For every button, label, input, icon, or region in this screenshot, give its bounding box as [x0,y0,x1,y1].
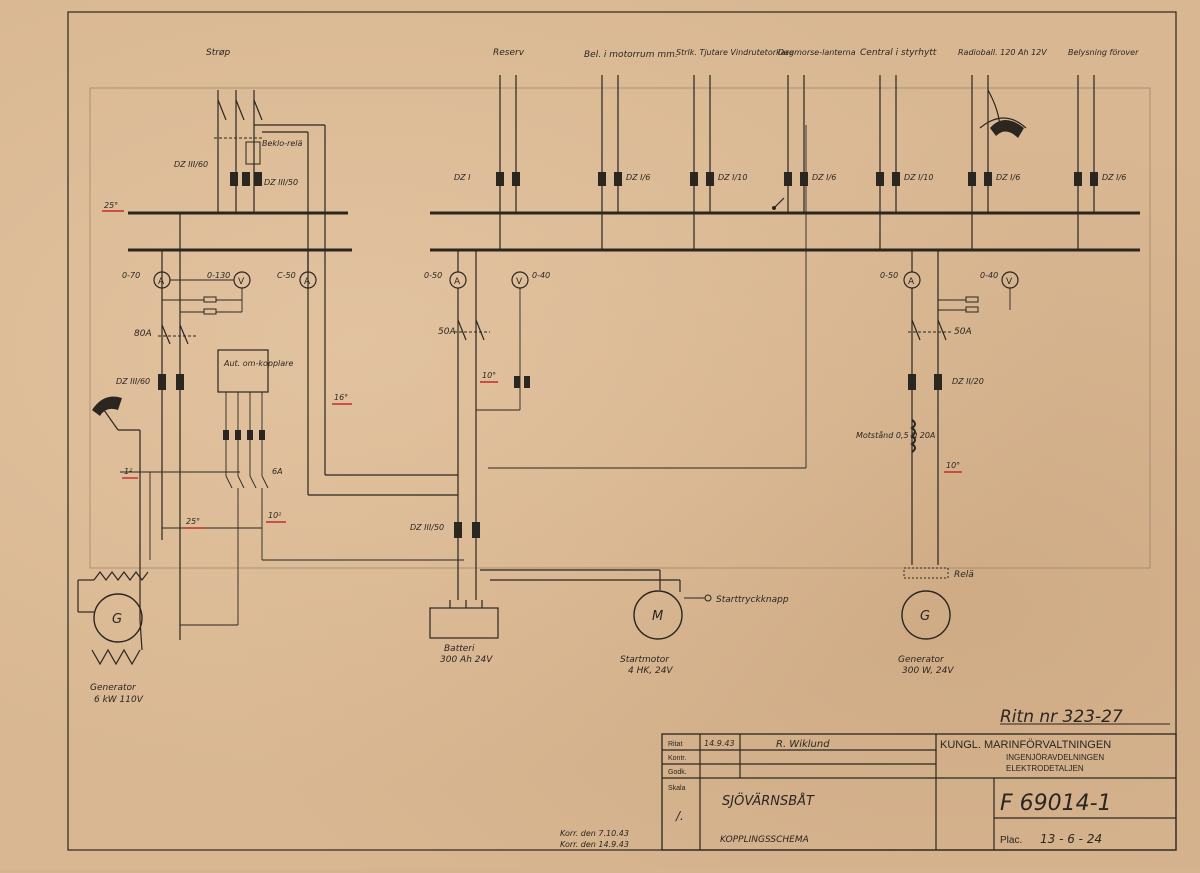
feeder-label-dagmorse: Dagmorse-lanterna [778,48,856,57]
inner-frame [89,87,1151,569]
generator-right-name: Generator [898,655,945,665]
meter-a-right-range: 0-50 [880,271,898,280]
feeder-bel-motorrum: Bel. i motorrum mm. DZ I/6 [584,50,678,250]
changeover-label: Aut. om-kopplare [223,359,293,368]
auto-changeover: Aut. om-kopplare 6A [180,349,464,626]
feeder-fuse-strlk: DZ I/10 [718,173,747,182]
start-button-label: Starttryckknapp [716,595,789,605]
drawing-title: SJÖVÄRNSBÅT [722,792,815,809]
generator-left-symbol: G [112,612,122,627]
organization: KUNGL. MARINFÖRVALTNINGEN [940,739,1111,751]
meter-a-c50-range: C-50 [277,271,296,280]
left-generator-circuit: A V A 0-70 0-130 C-50 80A DZ III/60 [92,213,317,640]
generator-right-spec: 300 W, 24V [902,666,954,676]
battery-circuit: A 0-50 V 0-40 50A DZ III/50 Batteri 300 … [308,125,807,665]
sub-department: ELEKTRODETALJEN [1006,764,1084,773]
row-kontr: Kontr. [668,755,686,762]
meter-v-right-range: 0-40 [980,271,998,280]
feeder-label-radioball: Radioball. 120 Ah 12V [958,48,1047,57]
row-godk: Godk. [668,769,687,776]
feeder-label-central: Central i styrhytt [860,48,937,58]
motor-name: Startmotor [620,655,670,665]
meter-a-mid-range: 0-50 [424,271,442,280]
switch-left-rating: 80A [134,329,152,339]
meter-v-left-range: 0-130 [207,271,230,280]
generator-right: A 0-50 V 0-40 50A DZ II/20 Motstånd 0,5 … [856,250,1019,676]
drawing-id: F 69014-1 [1000,791,1112,816]
generator-left: G Generator 6 kW 110V [77,571,149,705]
feeder-fuse-central: DZ I/10 [904,173,933,182]
drawn-signature: R. Wiklund [776,739,830,750]
wire-size-1: 25° [104,201,118,210]
start-motor: M Starttryckknapp Startmotor 4 HK, 24V [480,569,789,676]
wire-size-7: 10° [946,461,960,470]
relay-bottom-label: Relä [954,570,974,580]
wire-size-4: 1² [124,467,133,476]
feeder-dagmorse: Dagmorse-lanterna DZ I/6 [772,48,856,213]
wire-size-3: 10° [482,371,496,380]
title-block: Ritat Kontr. Godk. 14.9.43 R. Wiklund Sk… [661,733,1177,851]
wire-size-6: 10² [268,511,282,520]
battery-spec: 300 Ah 24V [440,655,493,665]
meter-v-mid-sym: V [516,277,523,287]
fuse-battery: DZ III/50 [410,523,444,532]
meter-v-left-sym: V [238,277,245,287]
generator-left-spec: 6 kW 110V [94,695,144,705]
generator-right-symbol: G [920,609,930,624]
switch-right-rating: 50A [954,327,972,337]
scale-label: Skala [668,785,686,792]
feeder-label-reserv: Reserv [493,48,525,58]
feeder-label-strlk: Strlk. Tjutare Vindrutetorkare [676,48,794,57]
meter-a-right-sym: A [908,277,915,287]
motor-spec: 4 HK, 24V [628,666,673,676]
feeder-label-strop: Strøp [206,48,230,58]
plac-label: Plac. [1000,835,1022,846]
revision-1: Korr. den 7.10.43 [560,829,629,838]
fuse-left-gen: DZ III/60 [116,377,150,386]
feeder-fuse-dagmorse: DZ I/6 [812,173,836,182]
motor-symbol: M [652,609,663,624]
feeder-fuse-reserv: DZ I [454,173,471,182]
drawing-subtitle: KOPPLINGSSCHEMA [720,835,809,845]
generator-left-name: Generator [90,683,137,693]
meter-v-mid-range: 0-40 [532,271,550,280]
drawing-number: Ritn nr 323-27 [1000,707,1123,727]
meter-v-right-sym: V [1006,277,1013,287]
feeder-radioball: Radioball. 120 Ah 12V DZ I/6 [958,48,1047,250]
scale-value: /. [675,809,684,823]
feeder-label-belysning: Belysning förover [1068,48,1139,57]
feeder-reserv: Reserv DZ I [454,48,525,250]
feeder-belysning: Belysning förover DZ I/6 [1068,48,1139,250]
feeder-fuse-radioball: DZ I/6 [996,173,1020,182]
feeder-fuse-belysning: DZ I/6 [1102,173,1126,182]
feeder-fuse-bel: DZ I/6 [626,173,650,182]
feeder-label-bel: Bel. i motorrum mm. [584,50,678,60]
wire-size-2: 16° [334,393,348,402]
meter-a-c50-sym: A [304,277,311,287]
meter-a-mid-sym: A [454,277,461,287]
switch-6a-rating: 6A [272,467,283,476]
meter-a-left-sym: A [158,277,165,287]
resistor-label: Motstånd 0,5 Ω 20A [856,430,935,440]
outer-frame [67,11,1177,851]
revision-2: Korr. den 14.9.43 [560,840,629,849]
feeder-central: Central i styrhytt DZ I/10 [860,48,937,250]
battery-name: Batteri [444,644,475,654]
fuse-right-gen: DZ II/20 [952,377,984,386]
feeder-strop: Strøp DZ III/60 Beklo-relä DZ III/50 [174,48,326,495]
wire-size-5: 25° [186,517,200,526]
drawn-date: 14.9.43 [704,739,735,748]
plac-value: 13 - 6 - 24 [1040,832,1102,846]
wire-sizes: 25° 16° 10° 1² 25° 10² 10° [102,201,962,529]
feeder-fuse-strop: DZ III/60 [174,160,208,169]
row-ritat: Ritat [668,741,682,748]
feeder-strlk: Strlk. Tjutare Vindrutetorkare DZ I/10 [676,48,794,250]
meter-a-left-range: 0-70 [122,271,140,280]
department: INGENJÖRAVDELNINGEN [1006,753,1104,762]
relay-label: Beklo-relä [262,139,302,148]
switch-mid-rating: 50A [438,327,456,337]
relay-fuse: DZ III/50 [264,178,298,187]
